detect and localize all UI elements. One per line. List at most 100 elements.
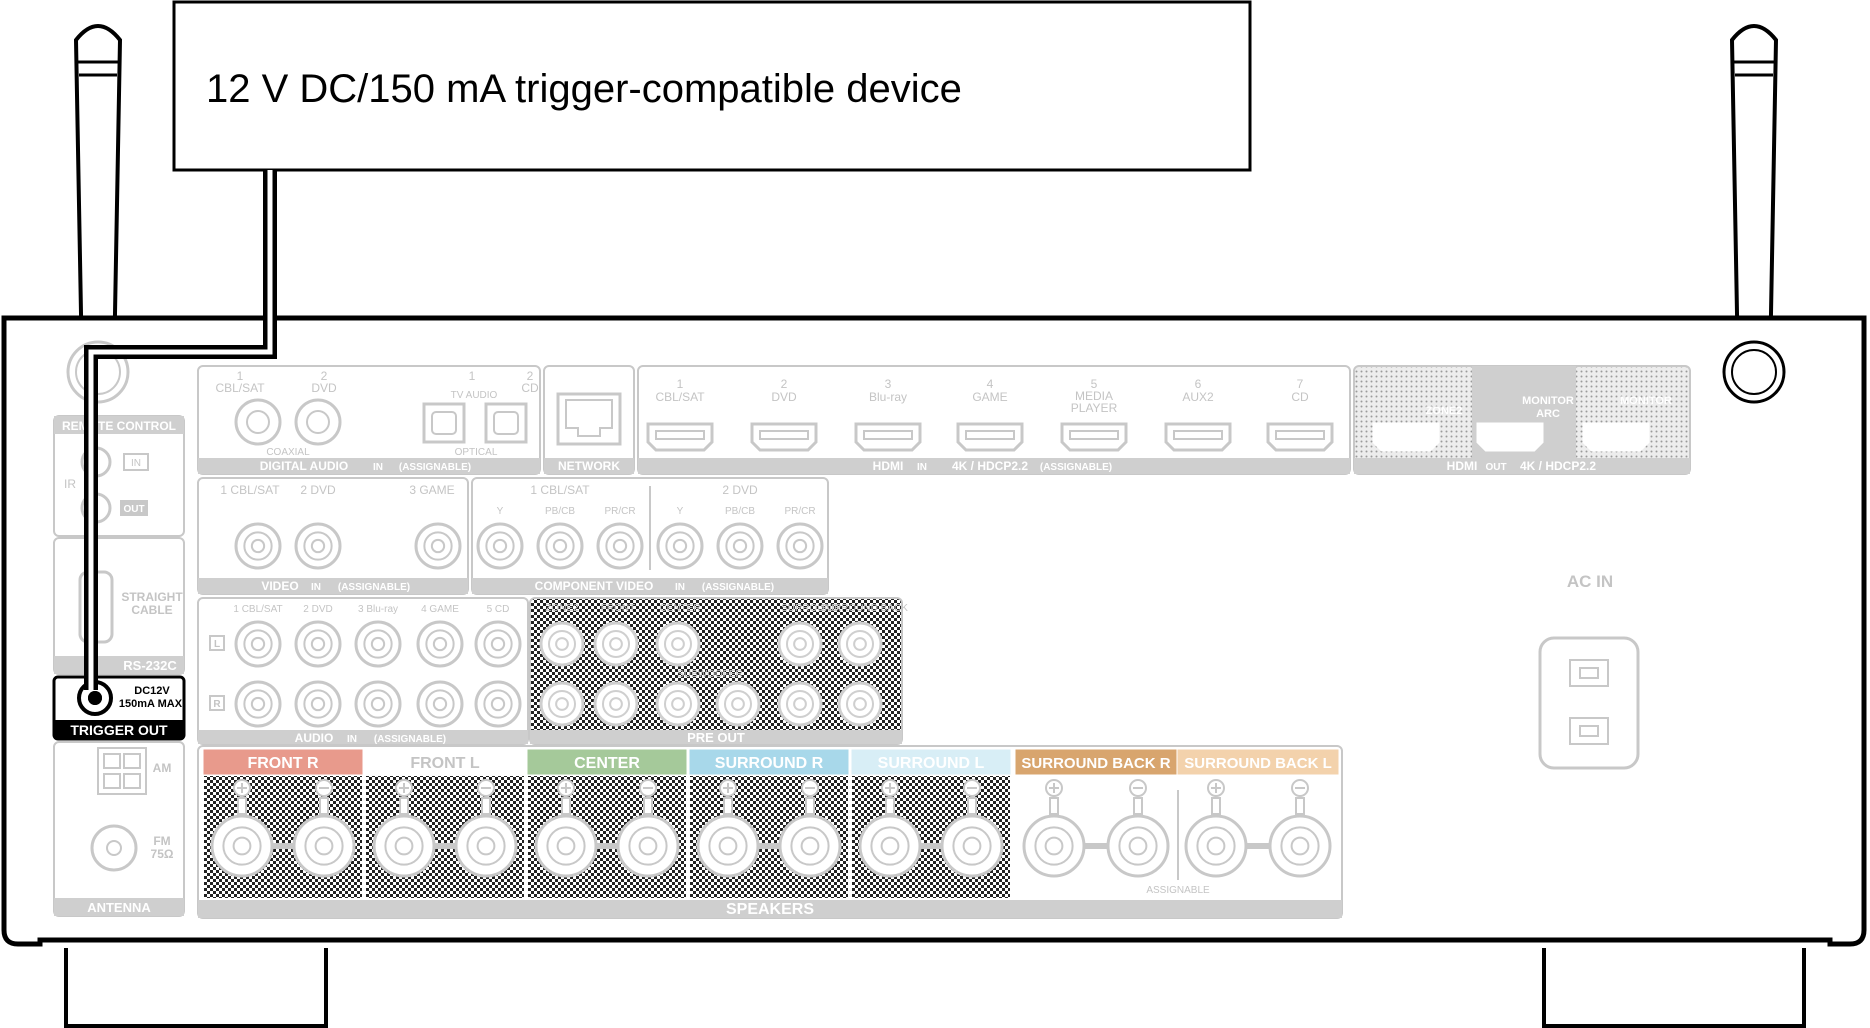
audio-input-label-3: 3 Blu-ray: [358, 604, 398, 615]
pre-out-surround: SURROUND: [781, 603, 839, 614]
pre-out-jack-10[interactable]: [837, 621, 883, 667]
hdmi-in-3-num: 3: [885, 377, 892, 391]
video-input-2: 2 DVD: [300, 483, 336, 497]
pre-out-jack-8[interactable]: [777, 621, 823, 667]
hdmi-in-5-port[interactable]: [1060, 422, 1128, 452]
trigger-out-spec-line2: 150mA MAX.: [119, 698, 185, 710]
speaker-7-terminal-minus[interactable]: [1268, 814, 1332, 878]
hdmi-out-monitor-arc-line1: MONITOR: [1522, 395, 1574, 407]
component-jack-4[interactable]: [656, 522, 704, 570]
ac-in-section: AC IN: [1538, 572, 1640, 770]
component-group-2: 2 DVD: [722, 483, 758, 497]
video-input-3: 3 GAME: [409, 483, 454, 497]
video-input-3-jack[interactable]: [414, 522, 462, 570]
speaker-2-terminal-minus[interactable]: [454, 814, 518, 878]
video-input-2-jack[interactable]: [294, 522, 342, 570]
hdmi-in-5-num: 5: [1091, 377, 1098, 391]
hdmi-out-monitor-arc-port[interactable]: [1476, 422, 1544, 452]
hdmi-out-zone2-port[interactable]: [1372, 422, 1440, 452]
component-jack-5[interactable]: [716, 522, 764, 570]
component-jack-2[interactable]: [536, 522, 584, 570]
pre-out-jack-7[interactable]: [715, 681, 761, 727]
rs232c-cable-line1: STRAIGHT: [121, 590, 183, 604]
hdmi-in-5-name: PLAYER: [1071, 401, 1118, 415]
digital-optical-1-name: TV AUDIO: [451, 390, 498, 401]
audio-input-2-right-jack[interactable]: [294, 680, 342, 728]
digital-audio-section: DIGITAL AUDIO IN (ASSIGNABLE) 1 CBL/SAT …: [197, 365, 541, 475]
audio-input-5-right-jack[interactable]: [474, 680, 522, 728]
remote-ir-label: IR: [64, 477, 76, 491]
hdmi-in-1-name: CBL/SAT: [655, 390, 705, 404]
minus-terminal-icon: [315, 779, 333, 797]
speaker-channel-label-4: SURROUND R: [715, 755, 824, 772]
antenna-right: [1729, 24, 1779, 370]
pre-out-jack-2[interactable]: [539, 681, 585, 727]
audio-title: AUDIO: [295, 731, 334, 745]
audio-input-1-left-jack[interactable]: [234, 620, 282, 668]
trigger-out-title: TRIGGER OUT: [70, 722, 168, 738]
hdmi-in-6-num: 6: [1195, 377, 1202, 391]
hdmi-in-6-name: AUX2: [1182, 390, 1214, 404]
speaker-1-terminal-plus[interactable]: [210, 814, 274, 878]
component-jack-6[interactable]: [776, 522, 824, 570]
component-video-title: COMPONENT VIDEO: [535, 579, 654, 593]
speakers-assignable: ASSIGNABLE: [1146, 885, 1210, 896]
hdmi-in-3-port[interactable]: [854, 422, 922, 452]
pre-out-jack-6[interactable]: [655, 681, 701, 727]
speaker-6-terminal-minus[interactable]: [1106, 814, 1170, 878]
pre-out-zone2: ZONE2: [545, 603, 579, 614]
pre-out-surround-back: SURROUND BACK: [820, 603, 908, 614]
component-video-in-tag: IN: [675, 582, 685, 593]
speaker-3-terminal-plus[interactable]: [534, 814, 598, 878]
pre-out-jack-1[interactable]: [539, 621, 585, 667]
speaker-channel-label-6: SURROUND BACK R: [1021, 755, 1170, 772]
ac-in-inlet[interactable]: [1538, 636, 1640, 770]
audio-input-5-left-jack[interactable]: [474, 620, 522, 668]
video-input-1: 1 CBL/SAT: [220, 483, 280, 497]
hdmi-out-tag: OUT: [1485, 462, 1506, 473]
component-jack-3[interactable]: [596, 522, 644, 570]
hdmi-in-2-port[interactable]: [750, 422, 818, 452]
audio-input-2-left-jack[interactable]: [294, 620, 342, 668]
plus-terminal-icon: [719, 779, 737, 797]
hdmi-out-monitor-port[interactable]: [1582, 422, 1650, 452]
speaker-4-terminal-plus[interactable]: [696, 814, 760, 878]
pre-out-jack-11[interactable]: [837, 681, 883, 727]
speaker-2-terminal-plus[interactable]: [372, 814, 436, 878]
speaker-channel-label-7: SURROUND BACK L: [1184, 755, 1332, 772]
component-jack-1[interactable]: [476, 522, 524, 570]
minus-terminal-icon: [1129, 779, 1147, 797]
component-channel-label-4: Y: [677, 506, 684, 517]
digital-optical-2-num: 2: [527, 369, 534, 383]
video-in-tag: IN: [311, 582, 321, 593]
pre-out-front: FRONT: [601, 603, 635, 614]
pre-out-jack-5[interactable]: [655, 621, 701, 667]
hdmi-out-spec: 4K / HDCP2.2: [1520, 459, 1596, 473]
pre-out-jack-3[interactable]: [593, 621, 639, 667]
speaker-1-terminal-minus[interactable]: [292, 814, 356, 878]
pre-out-jack-9[interactable]: [777, 681, 823, 727]
hdmi-in-spec: 4K / HDCP2.2: [952, 459, 1028, 473]
audio-input-4-left-jack[interactable]: [416, 620, 464, 668]
audio-input-3-left-jack[interactable]: [354, 620, 402, 668]
audio-input-3-right-jack[interactable]: [354, 680, 402, 728]
hdmi-in-7-port[interactable]: [1266, 422, 1334, 452]
digital-coaxial-1-name: CBL/SAT: [215, 381, 265, 395]
pre-out-jack-4[interactable]: [593, 681, 639, 727]
hdmi-in-6-port[interactable]: [1164, 422, 1232, 452]
speaker-7-terminal-plus[interactable]: [1184, 814, 1248, 878]
remote-out-tag: OUT: [123, 504, 144, 515]
hdmi-in-4-port[interactable]: [956, 422, 1024, 452]
audio-input-4-right-jack[interactable]: [416, 680, 464, 728]
remote-in-tag: IN: [131, 458, 141, 469]
speaker-3-terminal-minus[interactable]: [616, 814, 680, 878]
am-label: AM: [153, 761, 172, 775]
hdmi-out-monitor-label: MONITOR: [1620, 395, 1672, 407]
speaker-5-terminal-plus[interactable]: [858, 814, 922, 878]
audio-input-1-right-jack[interactable]: [234, 680, 282, 728]
speaker-5-terminal-minus[interactable]: [940, 814, 1004, 878]
hdmi-in-1-port[interactable]: [646, 422, 714, 452]
video-input-1-jack[interactable]: [234, 522, 282, 570]
speaker-4-terminal-minus[interactable]: [778, 814, 842, 878]
speaker-6-terminal-plus[interactable]: [1022, 814, 1086, 878]
